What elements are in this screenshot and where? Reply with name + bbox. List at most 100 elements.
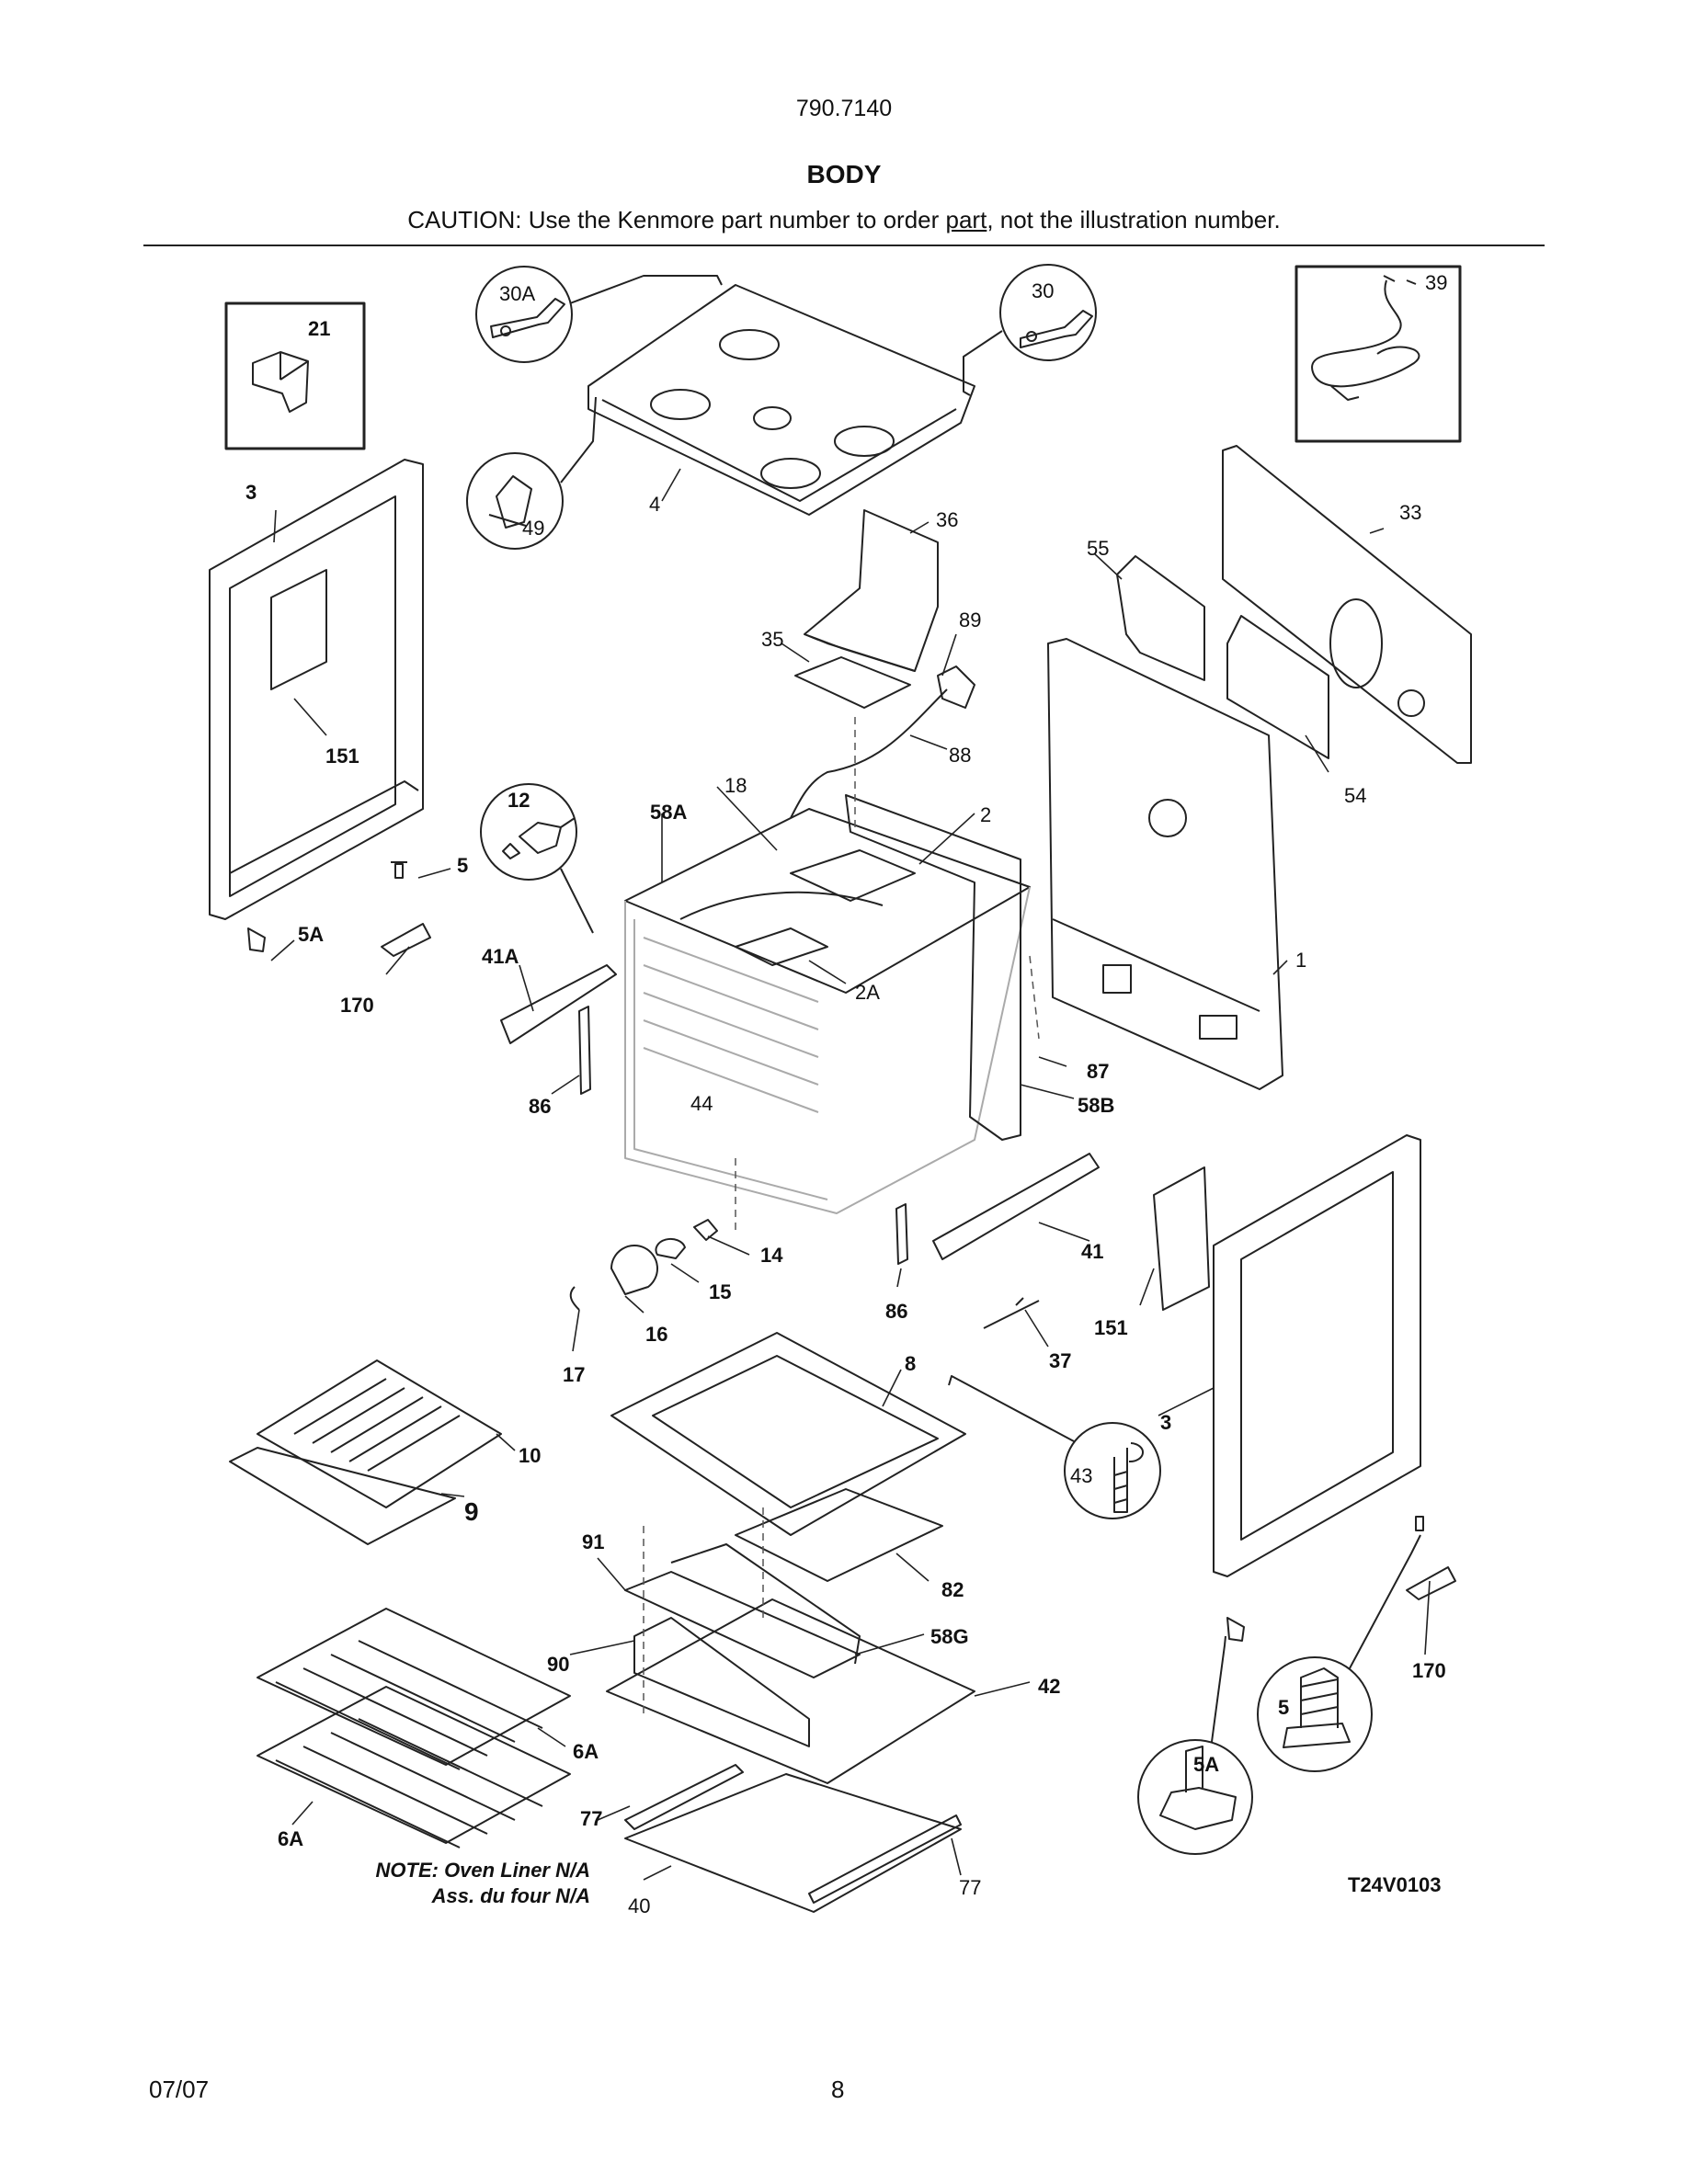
callout-5-left: 5 [457, 854, 468, 877]
part-54-bracket [1226, 615, 1329, 759]
callout-49: 49 [522, 517, 544, 540]
callout-16: 16 [645, 1323, 667, 1346]
part-58B-insulation [845, 794, 1021, 1141]
callout-58G: 58G [930, 1625, 969, 1648]
part-4-top-panel [587, 284, 975, 516]
callout-54: 54 [1344, 784, 1366, 807]
callout-17: 17 [563, 1363, 585, 1386]
caution-prefix: CAUTION: Use the Kenmore part number to … [407, 206, 946, 233]
oven-cavity [624, 886, 1031, 1214]
callout-3-left: 3 [245, 481, 257, 504]
model-number: 790.7140 [795, 96, 893, 121]
part-1-back-wall [1047, 638, 1283, 1090]
callout-86-right: 86 [885, 1300, 907, 1323]
part-58A-insulation [624, 808, 1031, 994]
part-9-broiler-pan [229, 1447, 456, 1545]
callout-3-right: 3 [1160, 1411, 1171, 1434]
callout-37: 37 [1049, 1349, 1071, 1372]
exploded-parts-diagram: 30A 30 39 21 49 4 36 55 33 3 35 89 151 8… [209, 264, 1472, 1917]
part-5-5A-170-leveling [247, 861, 1456, 1642]
part-151-right-bracket [1153, 1166, 1210, 1311]
part-40-drawer-panel [624, 1773, 962, 1913]
part-21-inset [224, 301, 366, 450]
part-35-vent-plate [794, 656, 911, 709]
callout-41A: 41A [482, 945, 519, 968]
note-line-2: Ass. du four N/A [431, 1884, 590, 1907]
callout-5-right: 5 [1278, 1696, 1289, 1719]
callout-41: 41 [1081, 1240, 1103, 1263]
callout-10: 10 [519, 1444, 541, 1467]
part-6A-oven-racks [257, 1608, 571, 1848]
callout-6A-lower: 6A [278, 1827, 303, 1850]
part-77-drawer-slides [624, 1764, 962, 1904]
callout-40: 40 [628, 1894, 650, 1917]
note-line-1: NOTE: Oven Liner N/A [375, 1859, 590, 1882]
part-42-kick-plate [606, 1598, 975, 1784]
caution-link: part [945, 206, 987, 233]
part-12-detail [480, 783, 594, 934]
callout-55: 55 [1087, 537, 1109, 560]
header-rule [143, 245, 1545, 246]
callout-8: 8 [905, 1352, 916, 1375]
callout-2: 2 [980, 803, 991, 826]
part-39-inset [1295, 265, 1462, 443]
callout-36: 36 [936, 508, 958, 531]
callout-33: 33 [1399, 501, 1421, 524]
callout-6A-upper: 6A [573, 1740, 599, 1763]
callout-91: 91 [582, 1530, 604, 1553]
part-5A-detail [1137, 1635, 1253, 1855]
callout-12: 12 [508, 789, 530, 812]
callout-1: 1 [1295, 949, 1306, 972]
callout-5A-right: 5A [1193, 1753, 1219, 1776]
page-number: 8 [831, 2076, 845, 2103]
part-43-detail [948, 1375, 1161, 1519]
callout-labels: 30A 30 39 21 49 4 36 55 33 3 35 89 151 8… [245, 271, 1447, 1917]
part-10-broiler-grid [257, 1359, 502, 1508]
callout-77-left: 77 [580, 1807, 602, 1830]
callout-170-right: 170 [1412, 1659, 1446, 1682]
callout-151-right: 151 [1094, 1316, 1128, 1339]
callout-77-right: 77 [959, 1876, 981, 1899]
callout-87: 87 [1087, 1060, 1109, 1083]
part-5-detail [1257, 1534, 1421, 1772]
leader-lines [270, 468, 1431, 1881]
page-title: BODY [806, 160, 882, 188]
part-41-rail [932, 1153, 1100, 1260]
part-8-bake-panel [610, 1332, 966, 1536]
part-89-88-wiring [790, 665, 975, 819]
part-3-right-side-panel [1213, 1134, 1421, 1577]
part-2-2A-vent-plates [735, 849, 916, 966]
callout-58B: 58B [1078, 1094, 1114, 1117]
callout-14: 14 [760, 1244, 783, 1267]
callout-42: 42 [1038, 1675, 1060, 1698]
figure-code: T24V0103 [1348, 1873, 1442, 1896]
footer-date: 07/07 [149, 2076, 210, 2103]
callout-4: 4 [649, 493, 660, 516]
callout-35: 35 [761, 628, 783, 651]
part-30A-detail [475, 266, 723, 363]
callout-30: 30 [1032, 279, 1054, 302]
callout-58A: 58A [650, 801, 687, 824]
callout-86-left: 86 [529, 1095, 551, 1118]
callout-15: 15 [709, 1280, 731, 1303]
part-37-clip [983, 1297, 1040, 1329]
callout-88: 88 [949, 744, 971, 767]
part-86-brackets [578, 1006, 908, 1265]
caution-text: CAUTION: Use the Kenmore part number to … [0, 206, 1688, 234]
part-41A-rail [500, 964, 617, 1044]
part-82-baffle [735, 1488, 943, 1582]
callout-44: 44 [690, 1092, 713, 1115]
part-33-rear-panel [1222, 445, 1472, 764]
callout-5A-left: 5A [298, 923, 324, 946]
caution-suffix: , not the illustration number. [987, 206, 1281, 233]
callout-9: 9 [464, 1497, 479, 1526]
part-36-vent-duct [804, 509, 939, 672]
part-3-left-side-panel [209, 459, 424, 920]
callout-82: 82 [941, 1578, 964, 1601]
part-91-58G-90-lower-assembly [624, 1543, 861, 1747]
callout-2A: 2A [855, 981, 880, 1004]
callout-30A: 30A [499, 282, 535, 305]
callout-90: 90 [547, 1653, 569, 1676]
callout-151-left: 151 [325, 745, 359, 768]
callout-43: 43 [1070, 1464, 1092, 1487]
